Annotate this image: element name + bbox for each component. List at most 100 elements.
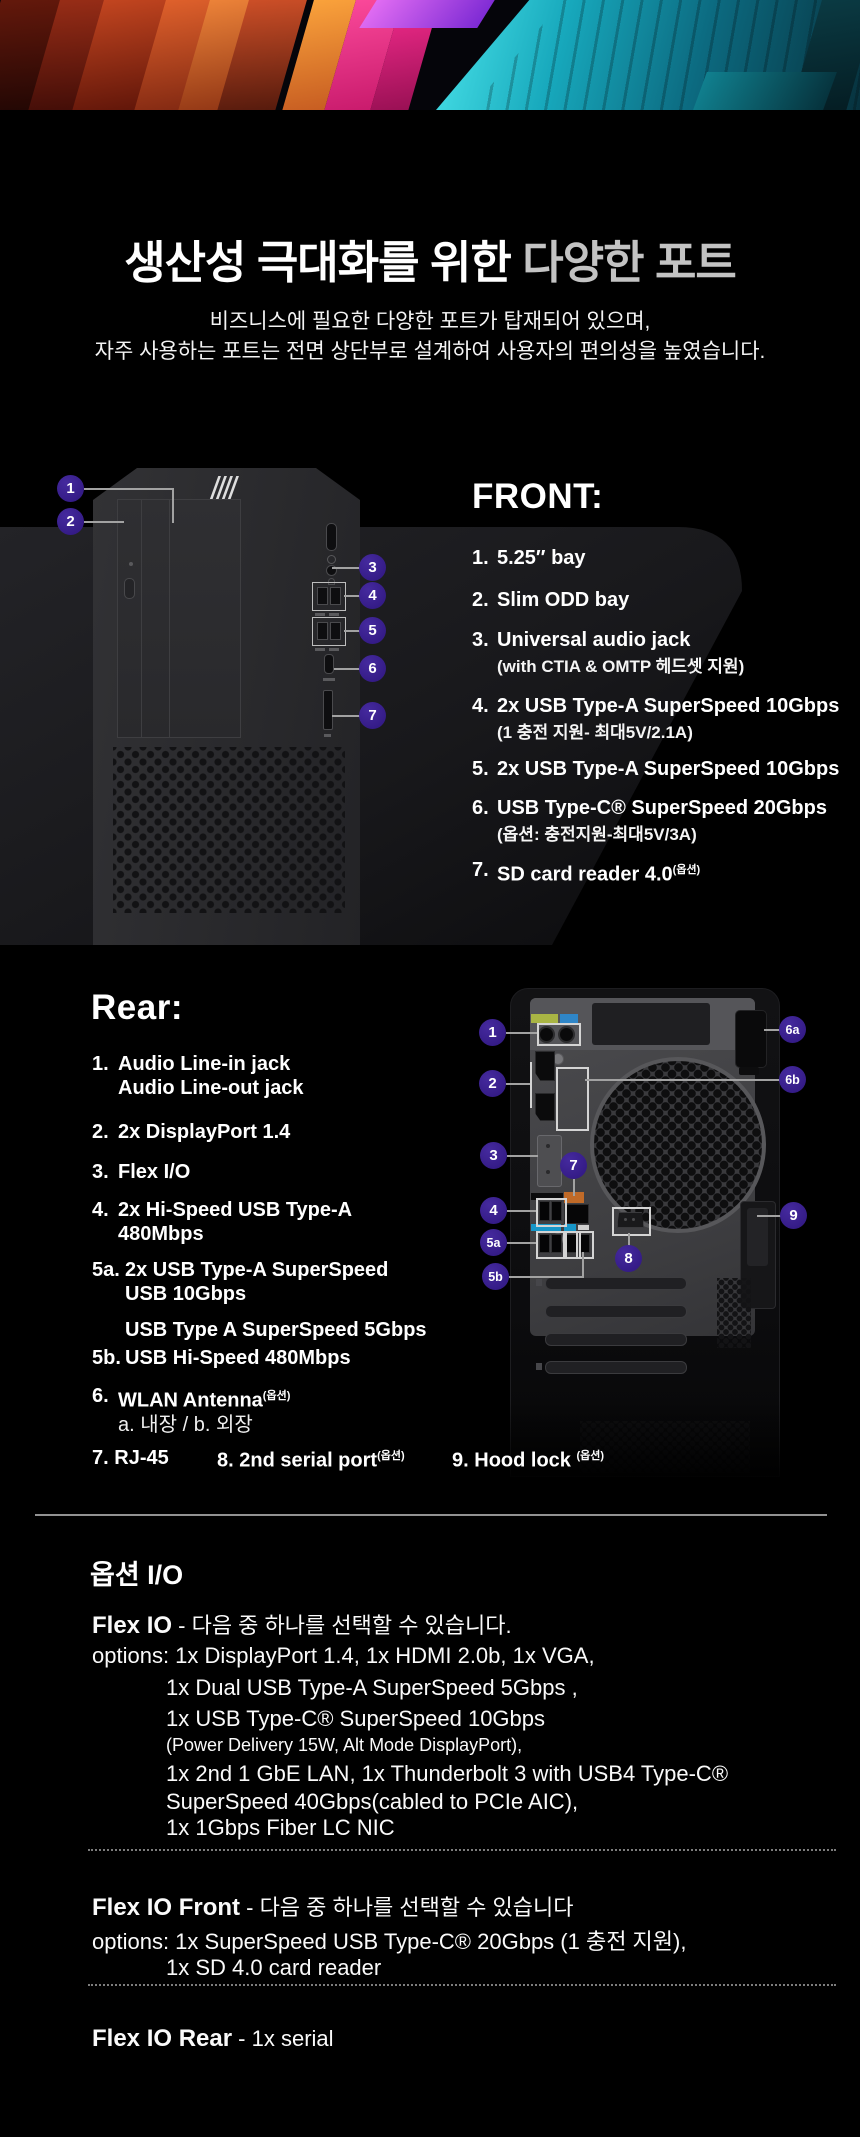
power-icon	[327, 555, 336, 564]
port-label	[323, 678, 335, 681]
rear-list-item-1-line2: Audio Line-out jack	[118, 1077, 304, 1099]
rear-list-item-6-line2: a. 내장 / b. 외장	[118, 1413, 253, 1436]
flex-io-line6: SuperSpeed 40Gbps(cabled to PCIe AIC),	[166, 1789, 579, 1814]
rear-list-item-5a-line2: USB 10Gbps	[125, 1283, 247, 1305]
usb3-label	[531, 1224, 561, 1231]
rear-callout-5a: 5a	[480, 1229, 507, 1256]
flex-io-front-title: Flex IO Front - 다음 중 하나를 선택할 수 있습니다	[92, 1894, 574, 1921]
callout-line	[334, 668, 360, 670]
rear-list-item-4-line2: 480Mbps	[118, 1223, 204, 1245]
hero-banner-image	[0, 0, 860, 110]
callout-line	[344, 630, 360, 632]
rear-callout-6b: 6b	[779, 1066, 806, 1093]
displayport-1	[535, 1051, 555, 1081]
headset-icon	[328, 578, 335, 585]
rear-callout-5b: 5b	[482, 1263, 509, 1290]
usb2-port	[551, 1201, 562, 1221]
rear-item-7: 7. RJ-45	[92, 1447, 169, 1469]
rear-list-item-3: 3.Flex I/O	[92, 1161, 191, 1183]
usb-a-port	[330, 587, 341, 605]
callout-line	[628, 1233, 630, 1247]
callout-line	[582, 1252, 584, 1278]
sd-card-slot	[323, 690, 333, 730]
front-list-item-6-note: (옵션: 충전지원-최대5V/3A)	[497, 825, 697, 844]
front-usb-pair-1-outline	[312, 582, 346, 611]
dotted-divider	[88, 1984, 836, 1986]
rear-serial-outline	[612, 1207, 651, 1236]
front-list-item-4-note: (1 충전 지원- 최대5V/2.1A)	[497, 723, 693, 742]
page-subtitle: 비즈니스에 필요한 다양한 포트가 탑재되어 있으며, 자주 사용하는 포트는 …	[0, 307, 860, 367]
subtitle-line1: 비즈니스에 필요한 다양한 포트가 탑재되어 있으며,	[209, 310, 651, 333]
rear-callout-3: 3	[480, 1142, 507, 1169]
power-button	[326, 523, 337, 551]
bay-divider	[141, 500, 142, 737]
callout-line	[506, 1032, 537, 1034]
section-divider	[35, 1514, 827, 1516]
rear-callout-8: 8	[615, 1245, 642, 1272]
flex-io-rear-title: Flex IO Rear - 1x serial	[92, 2025, 334, 2052]
rear-list-item-6: 6.WLAN Antenna(옵션) a. 내장 / b. 외장	[92, 1384, 498, 1437]
displayport-2	[535, 1093, 555, 1121]
usb-a-port	[317, 587, 328, 605]
callout-line	[530, 1062, 532, 1108]
fan-vent	[590, 1057, 766, 1233]
banner-shard	[693, 72, 837, 110]
front-callout-2: 2	[57, 508, 84, 535]
rear-callout-2: 2	[479, 1070, 506, 1097]
banner-shard	[359, 0, 495, 28]
odd-led	[129, 562, 133, 566]
rear-item-8: 8. 2nd serial port(옵션)	[217, 1449, 405, 1472]
rear-list-item-1: 1.Audio Line-in jack Audio Line-out jack	[92, 1052, 498, 1100]
rear-list-item-5a-cont: USB Type A SuperSpeed 5Gbps	[125, 1319, 427, 1341]
wlan-antenna	[735, 1010, 767, 1068]
flex-io-line2: 1x Dual USB Type-A SuperSpeed 5Gbps ,	[166, 1675, 578, 1700]
flex-io-front-line2: 1x SD 4.0 card reader	[166, 1955, 382, 1980]
rear-audio-outline	[537, 1023, 581, 1046]
usb2-port	[539, 1201, 550, 1221]
usb3-port	[551, 1234, 562, 1253]
rear-callout-1: 1	[479, 1019, 506, 1046]
expansion-slot-cover	[545, 1305, 687, 1318]
front-list-item-3-note: (with CTIA & OMTP 헤드셋 지원)	[497, 657, 745, 676]
rear-list-item-4: 4.2x Hi-Speed USB Type-A 480Mbps	[92, 1198, 498, 1246]
callout-line	[344, 595, 360, 597]
flex-io-line5: 1x 2nd 1 GbE LAN, 1x Thunderbolt 3 with …	[166, 1761, 729, 1786]
rear-callout-9: 9	[780, 1202, 807, 1229]
rear-list-item-5a: 5a.2x USB Type-A SuperSpeed USB 10Gbps	[92, 1258, 505, 1306]
front-list-item-6: 6.USB Type-C® SuperSpeed 20Gbps (옵션: 충전지…	[472, 797, 860, 846]
rear-usb3-outline	[536, 1231, 567, 1259]
screw-icon	[546, 1144, 550, 1148]
flex-io-plate	[537, 1135, 562, 1187]
line-out-label	[560, 1014, 578, 1023]
audio-jack	[558, 1026, 575, 1043]
bay-divider	[169, 500, 170, 737]
odd-eject-button	[124, 578, 135, 599]
rear-top-cutout	[592, 1003, 710, 1045]
front-callout-6: 6	[359, 655, 386, 682]
dotted-divider	[88, 1849, 836, 1851]
wlan-antenna-foot	[739, 1067, 759, 1075]
expansion-slot-cover	[545, 1277, 687, 1290]
flex-io-line7: 1x 1Gbps Fiber LC NIC	[166, 1815, 395, 1840]
callout-line	[764, 1029, 781, 1031]
flex-io-line3: 1x USB Type-C® SuperSpeed 10Gbps	[166, 1706, 546, 1731]
front-callout-1: 1	[57, 475, 84, 502]
port-label	[315, 613, 325, 616]
front-usb-pair-2-outline	[312, 617, 346, 646]
callout-line	[84, 488, 174, 490]
page-title-part1: 생산성 극대화를 위한	[124, 237, 523, 288]
flex-io-title: Flex IO - 다음 중 하나를 선택할 수 있습니다.	[92, 1612, 512, 1639]
flex-io-line1: options: 1x DisplayPort 1.4, 1x HDMI 2.0…	[92, 1643, 595, 1668]
line-in-label	[531, 1014, 558, 1023]
front-callout-7: 7	[359, 702, 386, 729]
rear-callout-7: 7	[560, 1152, 587, 1179]
page-title: 생산성 극대화를 위한 다양한 포트	[0, 226, 860, 291]
hood-lock-latch	[747, 1208, 768, 1266]
front-callout-3: 3	[359, 554, 386, 581]
front-vent-grille	[113, 747, 345, 913]
tower-rear-image	[440, 985, 860, 1495]
rear-callout-4: 4	[480, 1197, 507, 1224]
rear-callout-6a: 6a	[779, 1016, 806, 1043]
callout-line	[507, 1210, 536, 1212]
